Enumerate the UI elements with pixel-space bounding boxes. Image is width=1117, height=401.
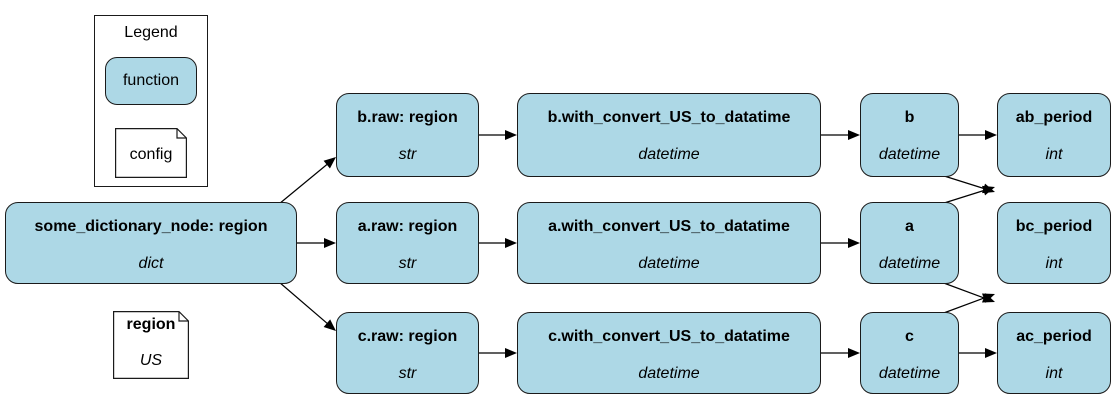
edge-a-to-ab_period [940,189,986,205]
node-type: dict [138,255,164,272]
legend-config-label: config [129,146,173,163]
legend-config-swatch: config [115,128,187,178]
edge-b-to-bc_period [940,174,986,190]
edge-arrowhead [982,293,995,303]
edge-arrowhead [505,348,517,358]
edge-arrowhead [505,238,517,248]
edge-a-to-ac_period [940,281,986,300]
config-doc-icon [113,311,189,379]
edge-arrowhead [324,238,336,248]
edge-arrowhead [985,130,997,140]
edge-some_dictionary_node-to-c_raw [278,281,329,325]
edge-arrowhead [848,348,860,358]
node-type: datetime [638,365,700,382]
edge-some_dictionary_node-to-b_raw [278,162,329,205]
node-bc-period[interactable]: bc_period int [997,202,1111,284]
node-a-raw[interactable]: a.raw: region str [336,202,479,284]
config-node-region[interactable]: region US [113,311,189,379]
node-title: b.raw: region [357,109,458,126]
legend-title: Legend [124,24,178,41]
config-doc-icon [115,128,187,178]
node-c-with-convert[interactable]: c.with_convert_US_to_datatime datetime [517,312,821,394]
legend: Legend function config [94,15,208,187]
node-type: str [398,146,417,163]
node-a[interactable]: a datetime [860,202,959,284]
edge-arrowhead [323,157,336,169]
config-node-value: US [139,352,163,369]
node-type: str [398,255,417,272]
node-type: int [1045,365,1063,382]
node-ac-period[interactable]: ac_period int [997,312,1111,394]
node-title: a [905,218,914,235]
node-type: str [398,365,417,382]
node-title: a.raw: region [357,218,458,235]
config-node-title: region [126,316,176,333]
edge-arrowhead [985,348,997,358]
edge-c-to-bc_period [940,296,986,315]
edge-arrowhead [505,130,517,140]
node-type: datetime [878,365,941,382]
edge-arrowhead [982,183,995,194]
node-title: some_dictionary_node: region [34,218,268,235]
node-a-with-convert[interactable]: a.with_convert_US_to_datatime datetime [517,202,821,284]
edge-arrowhead [848,238,860,248]
node-b[interactable]: b datetime [860,93,959,177]
node-title: bc_period [1015,218,1093,235]
node-type: datetime [638,146,700,163]
node-title: c.with_convert_US_to_datatime [548,328,790,345]
node-title: b [904,109,915,126]
node-title: ab_period [1015,109,1093,126]
node-type: int [1045,255,1063,272]
node-type: datetime [878,146,941,163]
node-title: c [905,328,914,345]
node-title: c.raw: region [357,328,458,345]
node-some-dictionary-node[interactable]: some_dictionary_node: region dict [5,202,297,284]
node-b-raw[interactable]: b.raw: region str [336,93,479,177]
node-title: a.with_convert_US_to_datatime [548,218,790,235]
edge-arrowhead [848,130,860,140]
node-ab-period[interactable]: ab_period int [997,93,1111,177]
edge-arrowhead [323,319,336,331]
node-title: b.with_convert_US_to_datatime [547,109,791,126]
node-c-raw[interactable]: c.raw: region str [336,312,479,394]
node-type: datetime [638,255,700,272]
node-type: int [1045,146,1063,163]
node-type: datetime [878,255,941,272]
node-title: ac_period [1016,328,1092,345]
legend-function-swatch: function [105,57,197,105]
node-c[interactable]: c datetime [860,312,959,394]
node-b-with-convert[interactable]: b.with_convert_US_to_datatime datetime [517,93,821,177]
